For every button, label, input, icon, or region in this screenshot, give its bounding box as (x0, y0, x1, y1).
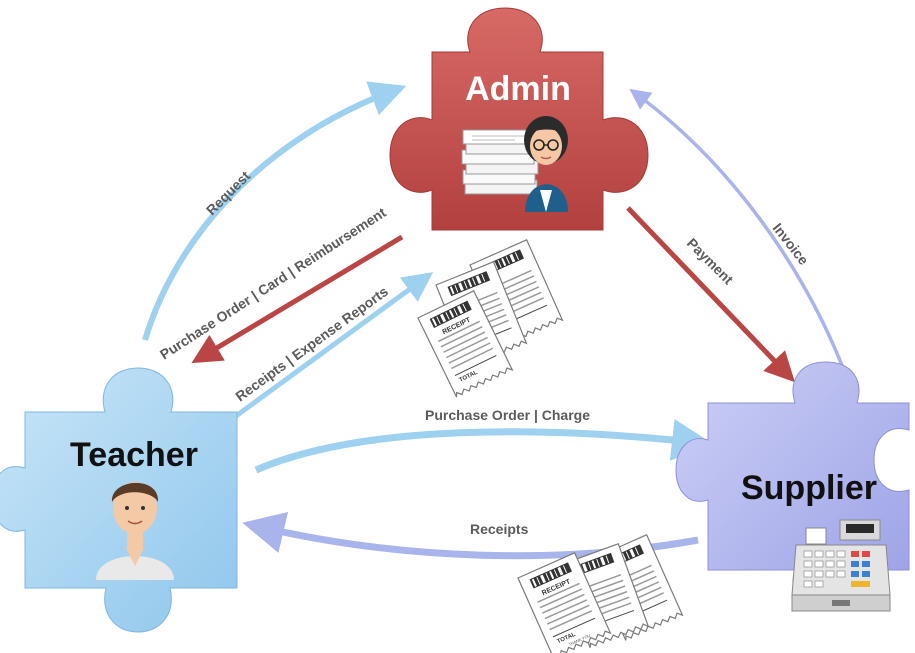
supplier-puzzle-piece: Supplier (675, 361, 910, 612)
receipts-stack-icon-middle: RECEIPT TOTAL (417, 239, 564, 398)
arrow-invoice (629, 88, 860, 411)
cash-register-icon (791, 519, 891, 612)
admin-label: Admin (465, 70, 571, 108)
supplier-label: Supplier (741, 469, 877, 507)
woman-avatar-icon (524, 116, 568, 212)
label-purchase-order-charge: Purchase Order | Charge (425, 407, 590, 423)
arrow-receipts-expense-reports (234, 272, 434, 419)
paper-stack-icon (461, 129, 539, 195)
label-request: Request (203, 168, 254, 219)
arrow-request (142, 81, 407, 341)
label-receipts: Receipts (470, 521, 529, 537)
label-purchase-order-card-reimbursement: Purchase Order | Card | Reimbursement (157, 204, 389, 363)
teacher-puzzle-piece: Teacher (0, 367, 238, 633)
arrow-purchase-order-card-reimbursement (191, 234, 404, 364)
arrow-purchase-order-charge (254, 419, 714, 474)
teacher-label: Teacher (70, 436, 198, 474)
label-payment: Payment (684, 235, 737, 288)
arrow-payment (626, 206, 795, 383)
admin-puzzle-piece: Admin (389, 7, 649, 231)
man-avatar-icon (96, 482, 174, 580)
